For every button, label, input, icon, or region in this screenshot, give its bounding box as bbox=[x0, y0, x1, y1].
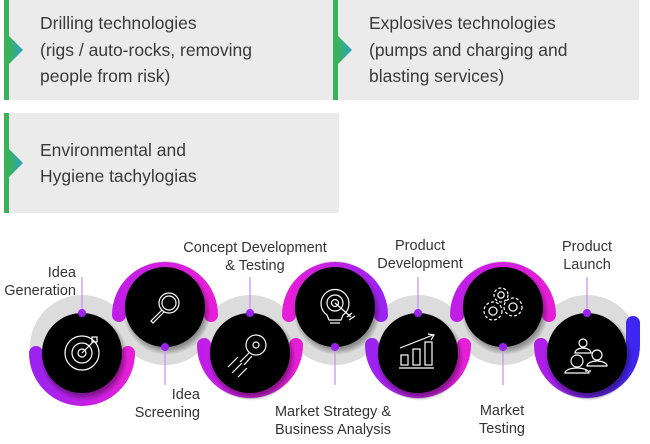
stage-circle bbox=[378, 313, 458, 393]
technology-card-explosives: Explosives technologies (pumps and charg… bbox=[333, 0, 639, 100]
card-text: Drilling technologies (rigs / auto-rocks… bbox=[40, 13, 253, 87]
stage-circle bbox=[463, 267, 543, 347]
leader-dot bbox=[246, 309, 254, 317]
stage-label-idea-screening: Idea Screening bbox=[134, 387, 200, 421]
leader-dot bbox=[499, 343, 507, 351]
stage-label-idea-generation: Idea Generation bbox=[4, 265, 76, 299]
leader-dot bbox=[78, 309, 86, 317]
card-arrow-icon bbox=[9, 36, 23, 64]
card-text: Environmental and Hygiene tachylogias bbox=[40, 139, 197, 187]
leader-dot bbox=[583, 309, 591, 317]
gears-icon bbox=[483, 287, 523, 321]
leader-dot bbox=[414, 309, 422, 317]
stage-label-product-launch: Product Launch bbox=[562, 239, 612, 273]
technology-card-environmental: Environmental and Hygiene tachylogias bbox=[4, 113, 339, 213]
stage-label-market-strategy: Market Strategy & Business Analysis bbox=[274, 404, 392, 438]
stage-label-concept-development: Concept Development & Testing bbox=[183, 240, 327, 274]
leader-dot bbox=[161, 343, 169, 351]
stage-label-market-testing: Market Testing bbox=[479, 403, 525, 437]
team-people-icon bbox=[564, 338, 608, 374]
card-arrow-icon bbox=[9, 149, 23, 177]
technology-card-drilling: Drilling technologies (rigs / auto-rocks… bbox=[4, 0, 339, 100]
product-development-process: Idea Generation Idea Screening Concept D… bbox=[0, 230, 650, 439]
magnifier-icon bbox=[150, 292, 180, 324]
target-icon bbox=[64, 335, 100, 371]
leader-dot bbox=[331, 343, 339, 351]
process-diagram bbox=[29, 261, 640, 406]
growth-bar-chart-icon bbox=[399, 333, 435, 369]
card-text: Explosives technologies (pumps and charg… bbox=[369, 13, 568, 87]
bulb-target-arrow-icon bbox=[320, 288, 356, 324]
stage-label-product-development: Product Development bbox=[377, 238, 463, 272]
rocket-bulb-gear-icon bbox=[227, 334, 267, 378]
card-arrow-icon bbox=[338, 36, 352, 64]
stage-circle bbox=[125, 267, 205, 347]
